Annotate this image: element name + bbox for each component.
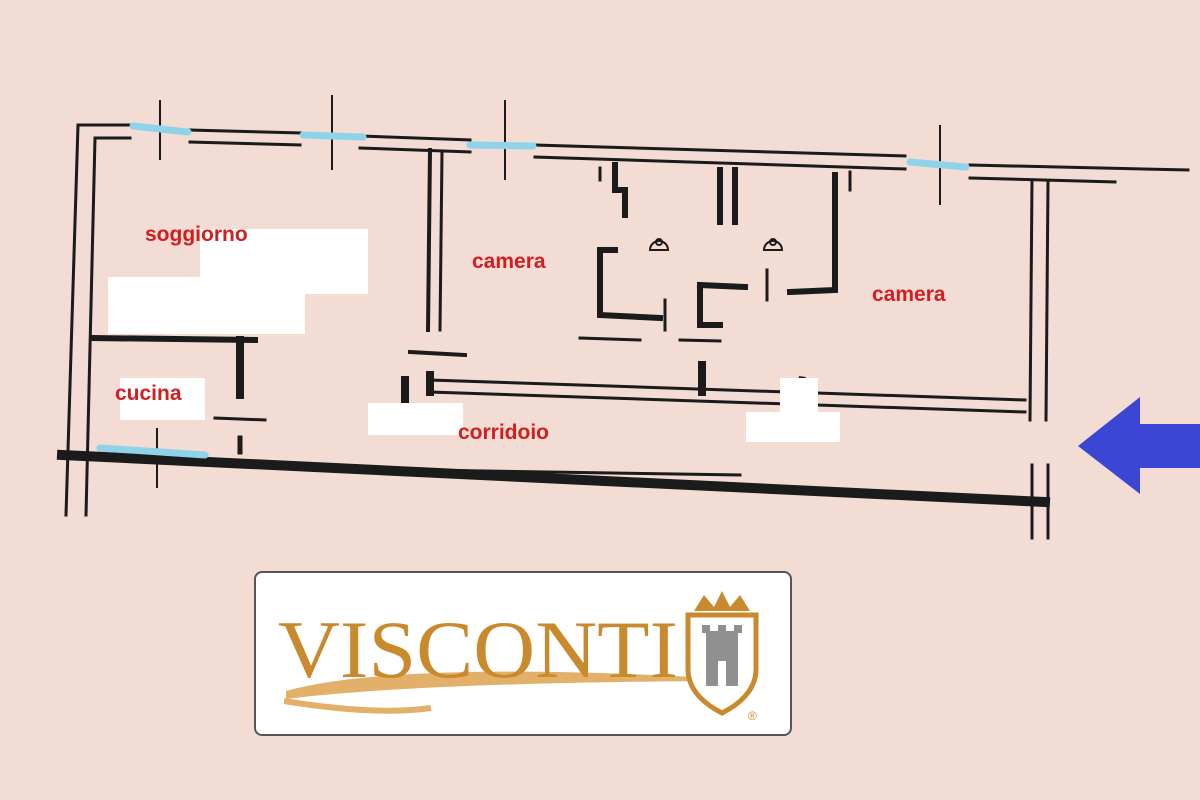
sink-icon bbox=[762, 238, 784, 251]
room-label-cucina: cucina bbox=[115, 382, 182, 405]
crowned-shield-icon bbox=[685, 591, 759, 716]
room-label-soggiorno: soggiorno bbox=[145, 223, 248, 246]
logo-swoosh-tail bbox=[283, 698, 432, 714]
logo-tagline: SERVIZI IMMOBILIARI bbox=[386, 687, 686, 708]
redaction-patches bbox=[108, 229, 840, 442]
windows bbox=[96, 122, 970, 459]
arrow-left-icon bbox=[1078, 397, 1200, 494]
agency-logo: VISCONTI SERVIZI IMMOBILIARI ® bbox=[254, 571, 792, 736]
room-label-camera-right: camera bbox=[872, 283, 946, 306]
room-label-camera-left: camera bbox=[472, 250, 546, 273]
logo-registered-mark: ® bbox=[748, 709, 757, 723]
room-label-corridoio: corridoio bbox=[458, 421, 549, 444]
sink-icon bbox=[648, 238, 670, 251]
walls bbox=[56, 123, 1190, 540]
logo-swoosh bbox=[286, 671, 756, 699]
logo-wordmark: VISCONTI bbox=[278, 604, 678, 695]
